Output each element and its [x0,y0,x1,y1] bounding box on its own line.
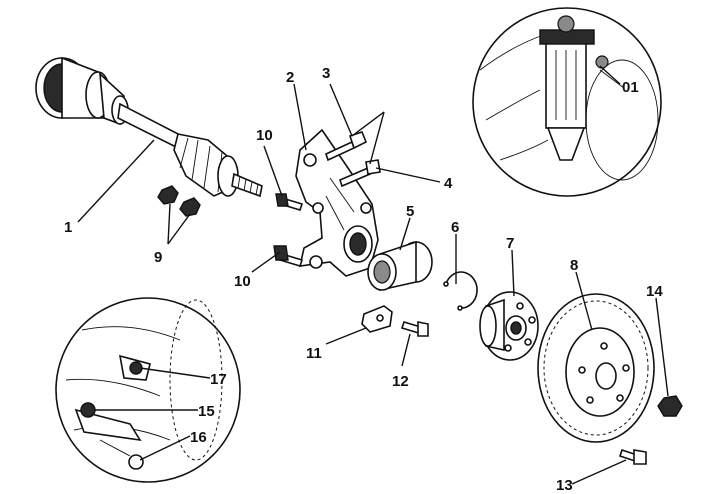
callout-7: 7 [506,235,514,252]
nut-9-b [179,197,201,217]
callout-1: 1 [64,219,72,236]
callout-12: 12 [392,373,409,390]
callout-15: 15 [198,403,215,420]
brake-disc [537,293,655,443]
bolt-3 [325,131,368,162]
callout-2: 2 [286,69,294,86]
bolt-10-upper [275,193,304,211]
nut-14 [657,395,683,417]
callout-10-upper: 10 [256,127,273,144]
callout-17: 17 [210,371,227,388]
callout-13: 13 [556,477,573,494]
bolt-12 [400,321,429,337]
callout-9: 9 [154,249,162,266]
abs-sensor [361,305,393,333]
leader-lines [77,65,669,485]
wheel-hub [479,291,539,361]
callout-4: 4 [444,175,453,192]
bolt-13 [618,448,647,465]
inset-special-tool [472,7,662,197]
drive-shaft [35,56,263,198]
callout-6: 6 [451,219,459,236]
callout-01: 01 [622,79,639,96]
nut-9-a [157,185,179,205]
inset-lower-detail [55,297,241,483]
callout-5: 5 [406,203,414,220]
callout-16: 16 [190,429,207,446]
bolt-4 [339,159,381,188]
callout-14: 14 [646,283,663,300]
steering-knuckle [295,128,379,277]
callout-11: 11 [306,345,322,362]
callout-8: 8 [570,257,578,274]
callout-10-lower: 10 [234,273,251,290]
circlip [443,271,478,311]
wheel-bearing [367,240,433,291]
callout-3: 3 [322,65,330,82]
bolt-10-lower [273,245,304,267]
